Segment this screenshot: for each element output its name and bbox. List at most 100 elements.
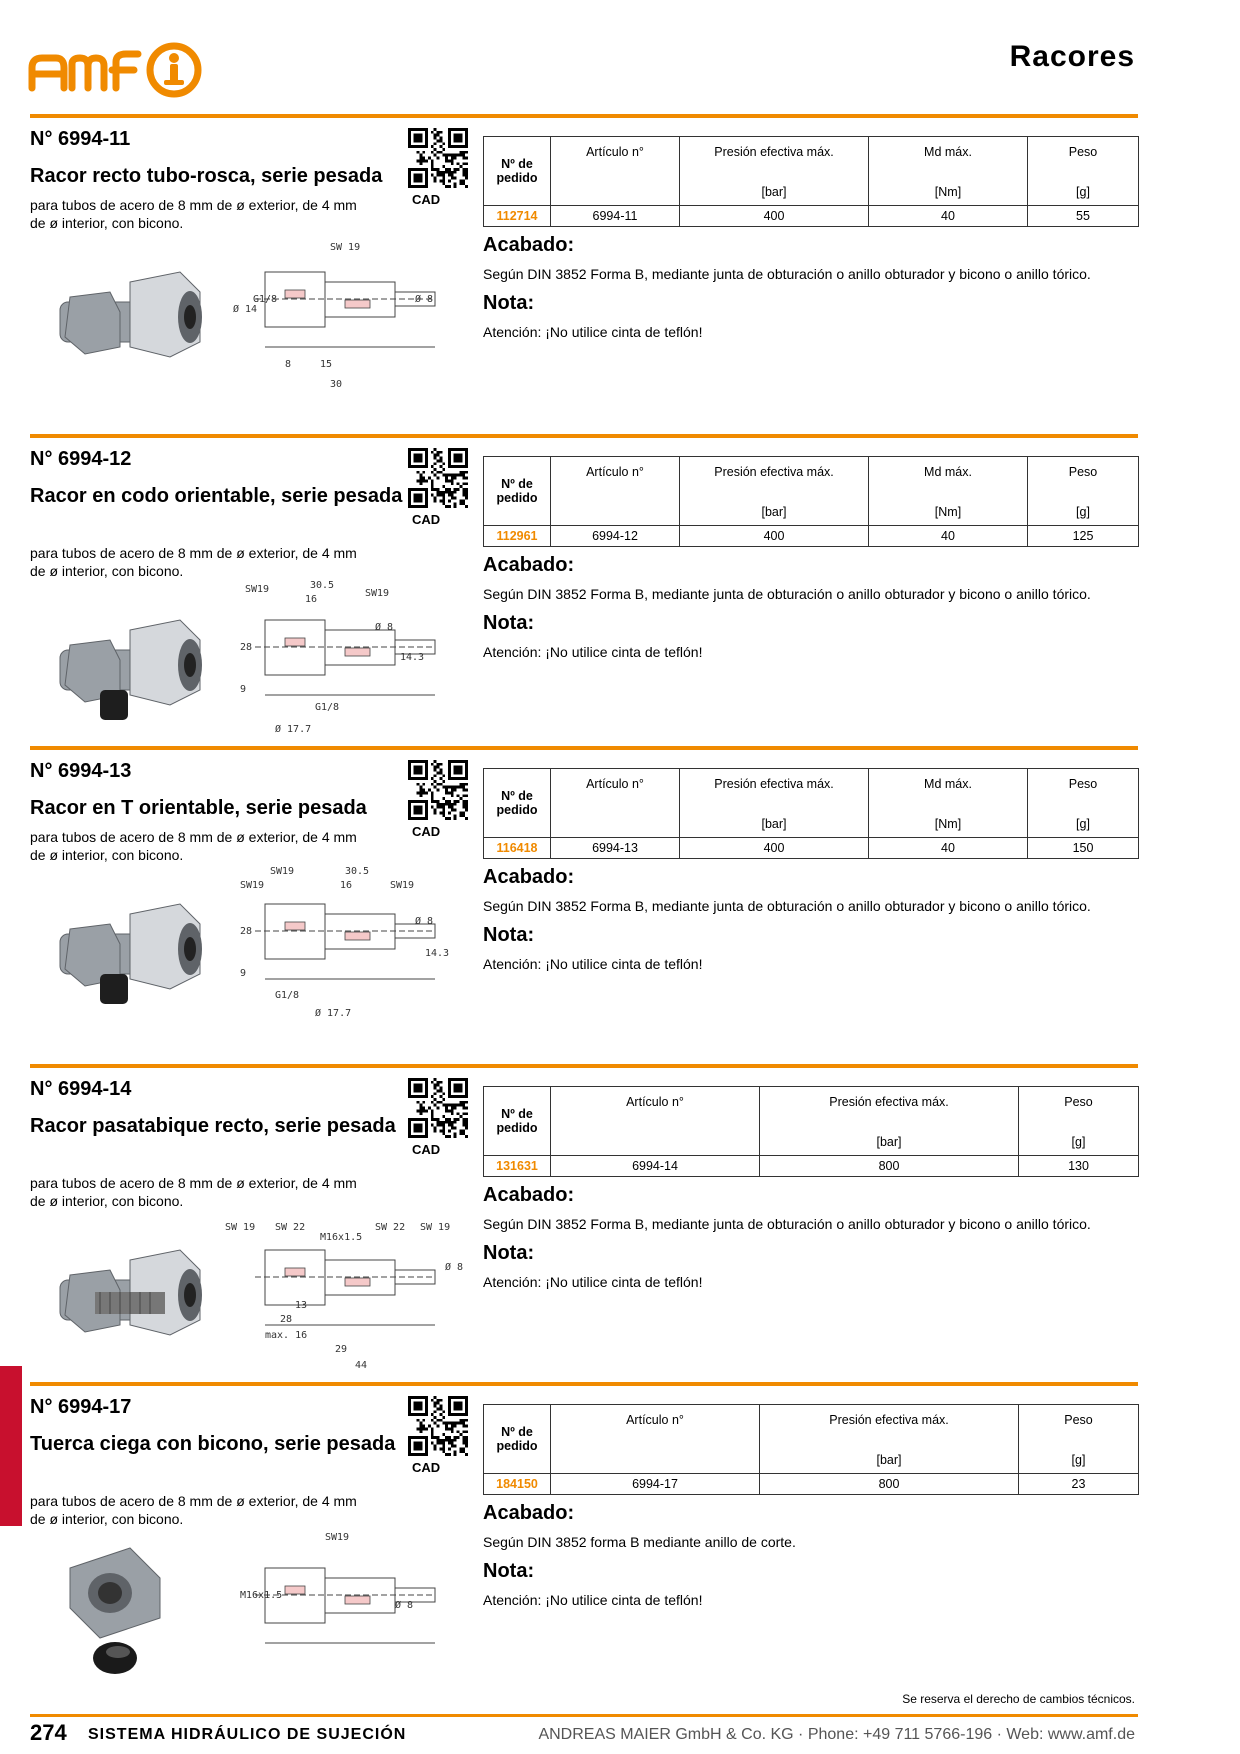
qr-code-icon[interactable] <box>408 1396 468 1456</box>
section-divider <box>30 114 1138 118</box>
drawing-dimension-label: M16x1.5 <box>240 1590 282 1601</box>
drawing-dimension-label: SW19 <box>325 1532 349 1543</box>
col-md: Md máx. <box>924 145 972 159</box>
drawing-dimension-label: 14.3 <box>400 652 424 663</box>
drawing-dimension-label: SW19 <box>270 866 294 877</box>
note-text: Atención: ¡No utilice cinta de teflón! <box>483 1592 703 1608</box>
pressure-value: 400 <box>679 205 869 227</box>
finish-heading: Acabado: <box>483 554 575 576</box>
cad-link[interactable]: CAD <box>412 1460 441 1475</box>
weight-value: 55 <box>1027 205 1139 227</box>
drawing-dimension-label: 16 <box>305 594 317 605</box>
drawing-dimension-label: G1/8 <box>253 294 277 305</box>
drawing-dimension-label: Ø 8 <box>415 293 433 305</box>
drawing-dimension-label: Ø 8 <box>445 1261 463 1273</box>
col-pressure: Presión efectiva máx. <box>714 465 834 479</box>
cad-link[interactable]: CAD <box>412 512 441 527</box>
drawing-dimension-label: SW 19 <box>420 1222 450 1233</box>
drawing-dimension-label: SW19 <box>240 880 264 891</box>
finish-heading: Acabado: <box>483 866 575 888</box>
finish-heading: Acabado: <box>483 1502 575 1524</box>
product-description: para tubos de acero de 8 mm de ø exterio… <box>30 545 357 579</box>
cad-link[interactable]: CAD <box>412 192 441 207</box>
drawing-dimension-label: 13 <box>295 1300 307 1311</box>
article-number: 6994-12 <box>550 525 680 547</box>
col-weight: Peso <box>1068 777 1098 791</box>
article-number: 6994-14 <box>550 1155 760 1177</box>
note-heading: Nota: <box>483 1242 535 1264</box>
col-order-number: Nº de pedido <box>483 1404 551 1474</box>
order-number[interactable]: 112714 <box>483 205 551 227</box>
spec-table: Nº de pedido Artículo n° Presión efectiv… <box>483 456 1139 547</box>
drawing-dimension-label: Ø 17.7 <box>275 723 311 735</box>
page-title: Racores <box>1009 40 1135 73</box>
drawing-dimension-label: 15 <box>320 359 332 370</box>
note-heading: Nota: <box>483 924 535 946</box>
company-info: ANDREAS MAIER GmbH & Co. KG · Phone: +49… <box>538 1726 1135 1743</box>
note-text: Atención: ¡No utilice cinta de teflón! <box>483 324 703 340</box>
product-number: N° 6994-11 <box>30 128 131 150</box>
cad-link[interactable]: CAD <box>412 1142 441 1157</box>
section-divider <box>30 746 1138 750</box>
drawing-dimension-label: SW 22 <box>375 1222 405 1233</box>
order-number[interactable]: 131631 <box>483 1155 551 1177</box>
spec-table: Nº de pedido Artículo n° Presión efectiv… <box>483 1086 1139 1177</box>
table-row: 112714 6994-11 400 40 55 <box>483 205 1139 227</box>
product-photo <box>40 242 220 392</box>
table-row: 112961 6994-12 400 40 125 <box>483 525 1139 547</box>
drawing-dimension-label: Ø 8 <box>415 915 433 927</box>
col-article: Artículo n° <box>626 1413 684 1427</box>
col-md-unit: [Nm] <box>934 185 962 199</box>
order-number[interactable]: 184150 <box>483 1473 551 1495</box>
drawing-dimension-label: max. 16 <box>265 1330 307 1341</box>
cad-link[interactable]: CAD <box>412 824 441 839</box>
order-number[interactable]: 112961 <box>483 525 551 547</box>
article-number: 6994-17 <box>550 1473 760 1495</box>
weight-value: 125 <box>1027 525 1139 547</box>
product-photo <box>40 590 220 740</box>
col-order-number: Nº de pedido <box>483 768 551 838</box>
qr-code-icon[interactable] <box>408 448 468 508</box>
order-number[interactable]: 116418 <box>483 837 551 859</box>
col-weight: Peso <box>1068 465 1098 479</box>
pressure-value: 400 <box>679 525 869 547</box>
finish-text: Según DIN 3852 Forma B, mediante junta d… <box>483 266 1091 282</box>
col-order-number: Nº de pedido <box>483 1086 551 1156</box>
product-description: para tubos de acero de 8 mm de ø exterio… <box>30 829 357 863</box>
qr-code-icon[interactable] <box>408 1078 468 1138</box>
drawing-dimension-label: 16 <box>340 880 352 891</box>
drawing-dimension-label: 30.5 <box>310 580 334 591</box>
drawing-dimension-label: M16x1.5 <box>320 1232 362 1243</box>
col-pressure-unit: [bar] <box>876 1135 902 1149</box>
qr-code-icon[interactable] <box>408 760 468 820</box>
amf-logo <box>28 42 202 98</box>
drawing-dimension-label: 30.5 <box>345 866 369 877</box>
section-divider <box>30 1382 1138 1386</box>
weight-value: 130 <box>1018 1155 1139 1177</box>
drawing-dimension-label: SW19 <box>245 584 269 595</box>
article-number: 6994-13 <box>550 837 680 859</box>
col-md: Md máx. <box>924 465 972 479</box>
pressure-value: 400 <box>679 837 869 859</box>
finish-heading: Acabado: <box>483 234 575 256</box>
col-weight-unit: [g] <box>1076 185 1090 199</box>
col-md: Md máx. <box>924 777 972 791</box>
drawing-dimension-label: 9 <box>240 684 246 695</box>
col-weight: Peso <box>1068 145 1098 159</box>
col-order-number: Nº de pedido <box>483 136 551 206</box>
drawing-dimension-label: 30 <box>330 379 342 390</box>
section-name: SISTEMA HIDRÁULICO DE SUJECIÓN <box>88 1726 407 1743</box>
product-title: Racor en codo orientable, serie pesada <box>30 485 403 507</box>
qr-code-icon[interactable] <box>408 128 468 188</box>
weight-value: 23 <box>1018 1473 1139 1495</box>
product-description: para tubos de acero de 8 mm de ø exterio… <box>30 1493 357 1527</box>
product-description: para tubos de acero de 8 mm de ø exterio… <box>30 197 357 231</box>
drawing-dimension-label: Ø 17.7 <box>315 1007 351 1019</box>
finish-text: Según DIN 3852 forma B mediante anillo d… <box>483 1534 796 1550</box>
table-row: 131631 6994-14 800 130 <box>483 1155 1139 1177</box>
drawing-dimension-label: SW 22 <box>275 1222 305 1233</box>
